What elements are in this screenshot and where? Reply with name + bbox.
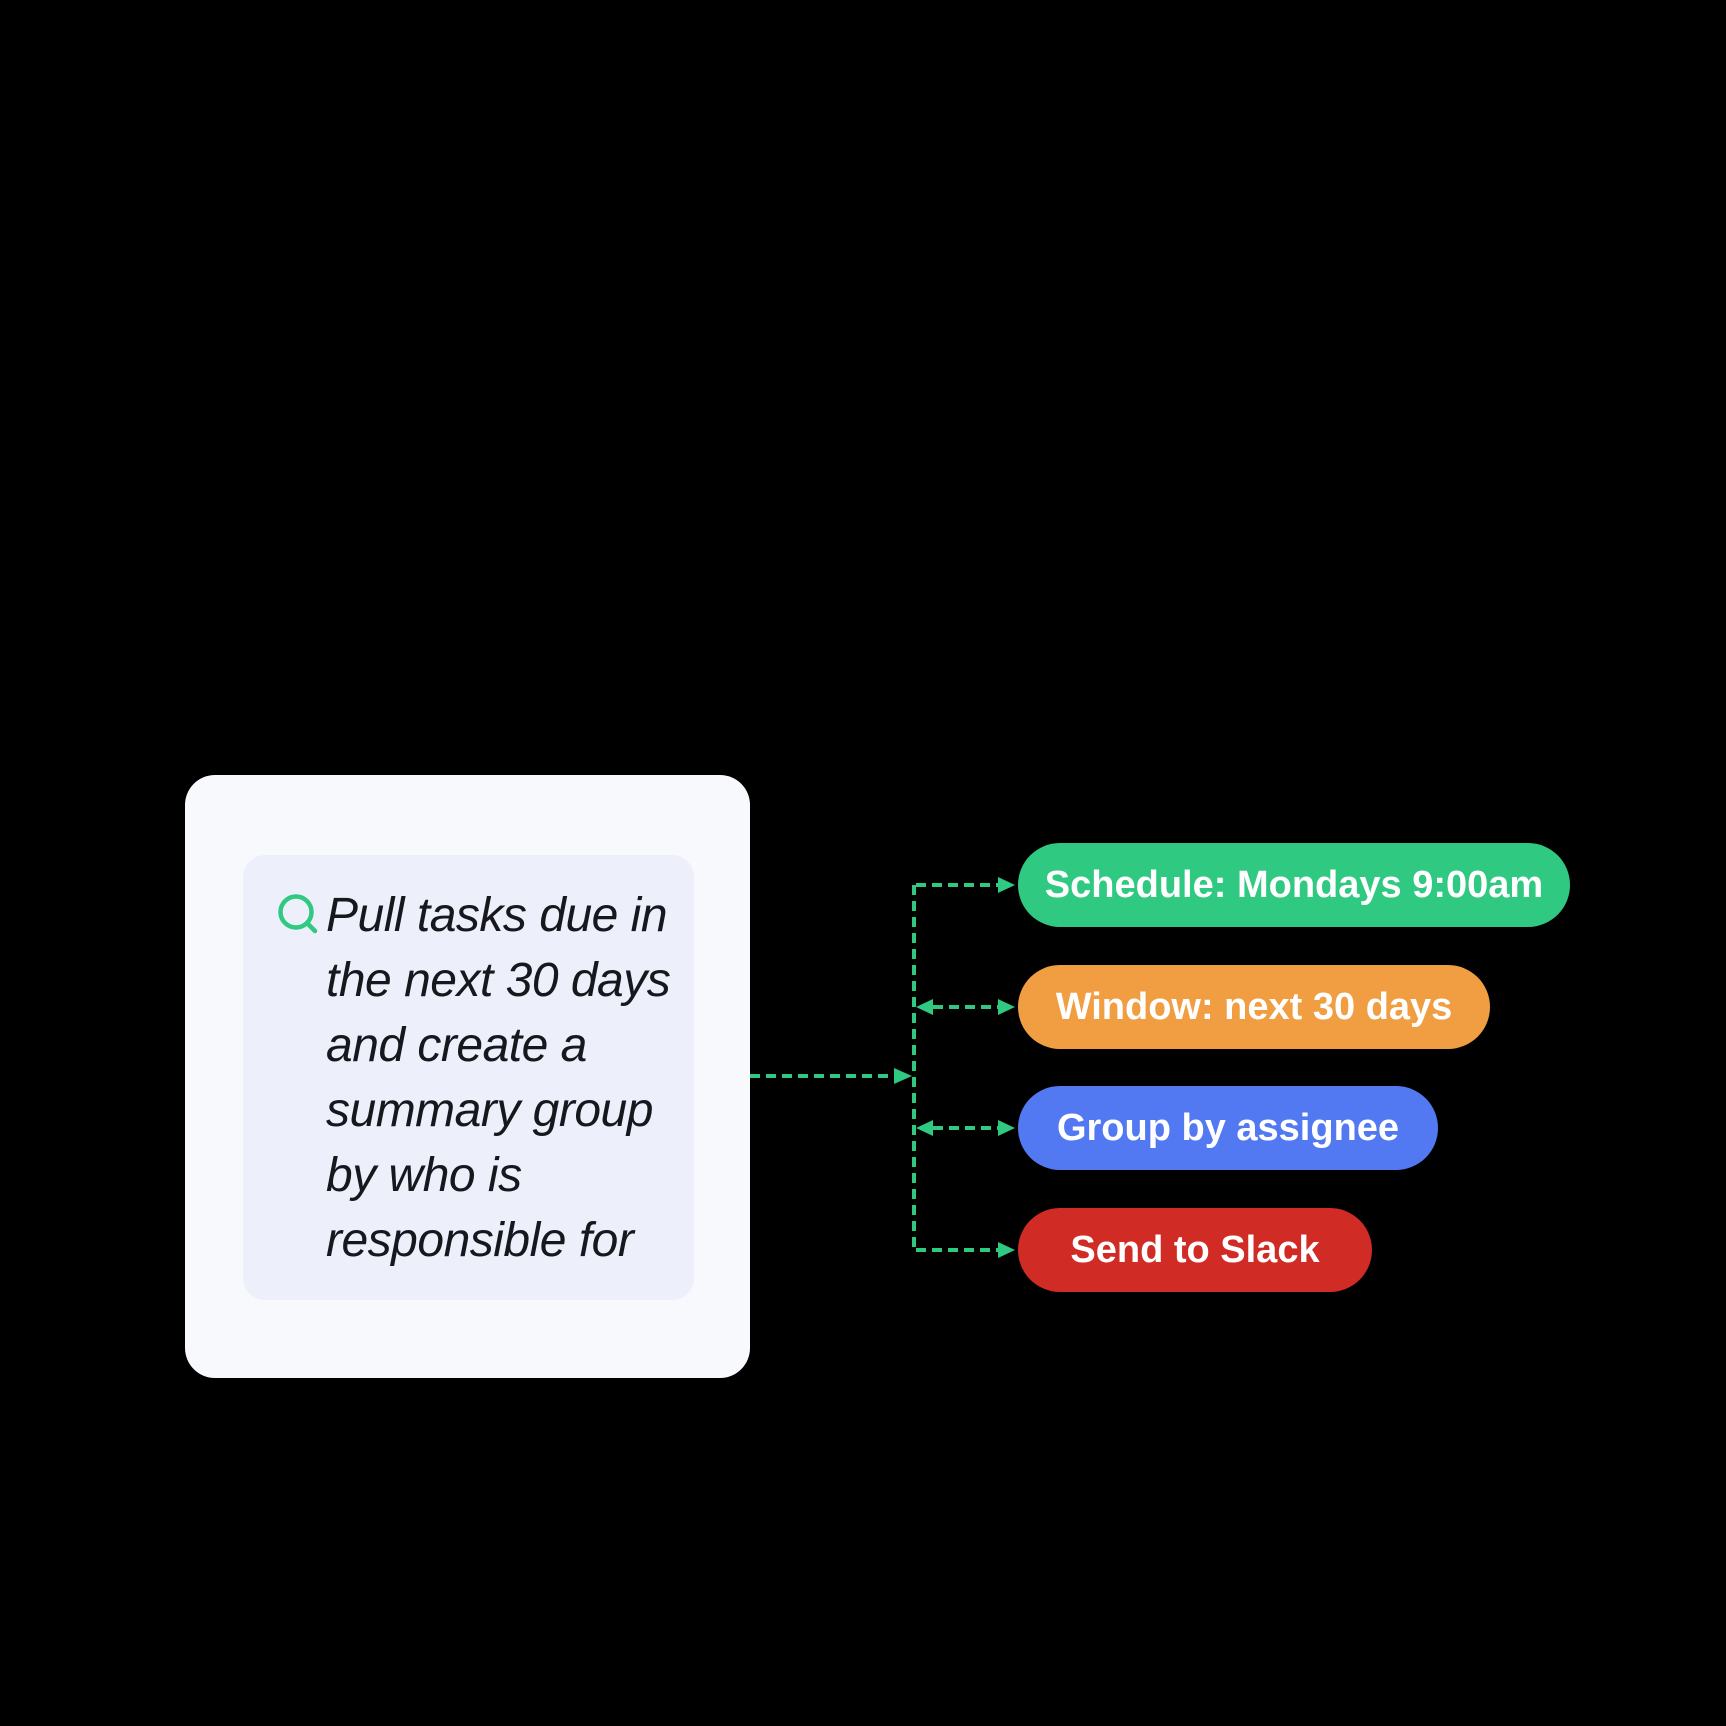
step-pill-schedule-label: Schedule: Mondays 9:00am: [1044, 863, 1544, 906]
search-icon: [278, 894, 318, 934]
arrowhead-window-start: [916, 999, 933, 1015]
step-pill-window: Window: next 30 days: [1018, 965, 1490, 1049]
prompt-card: Pull tasks due in the next 30 days and c…: [185, 775, 750, 1378]
prompt-input-panel: Pull tasks due in the next 30 days and c…: [243, 855, 694, 1300]
arrowhead-schedule: [998, 877, 1015, 893]
step-pill-send-to-slack: Send to Slack: [1018, 1208, 1372, 1292]
arrowhead-group-start: [916, 1120, 933, 1136]
arrowhead-main: [894, 1068, 912, 1084]
arrowhead-slack: [998, 1242, 1015, 1258]
step-pill-schedule: Schedule: Mondays 9:00am: [1018, 843, 1570, 927]
prompt-text: Pull tasks due in the next 30 days and c…: [326, 889, 671, 1267]
step-pill-group-by-assignee: Group by assignee: [1018, 1086, 1438, 1170]
step-pill-window-label: Window: next 30 days: [1055, 985, 1453, 1028]
step-pill-group-by-assignee-label: Group by assignee: [1056, 1106, 1400, 1149]
arrowhead-window: [998, 999, 1015, 1015]
step-pill-send-to-slack-label: Send to Slack: [1070, 1228, 1320, 1271]
arrowhead-group: [998, 1120, 1015, 1136]
